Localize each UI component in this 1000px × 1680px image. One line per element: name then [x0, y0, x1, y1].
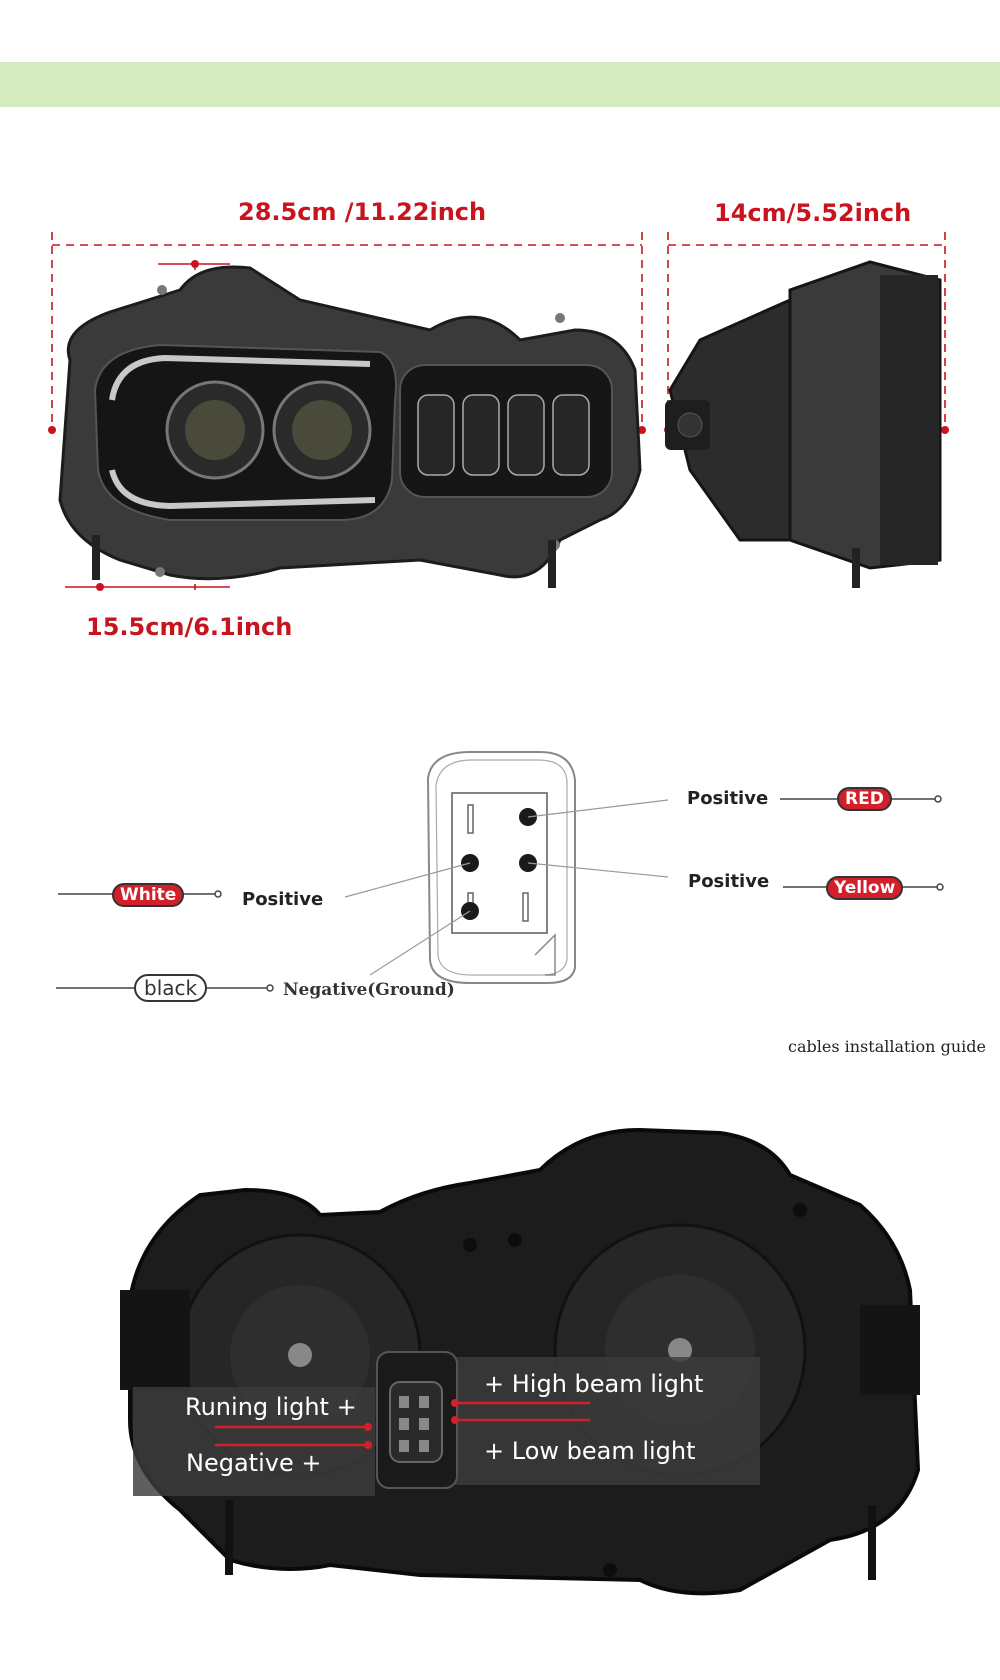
depth-dimension-label: 14cm/5.52inch: [714, 199, 912, 227]
top-banner: [0, 62, 1000, 107]
negative-label: Negative +: [186, 1449, 322, 1477]
ground-label: Negative(Ground): [283, 980, 455, 1000]
pin-pointer-lines: [215, 1399, 590, 1449]
headlight-side-view: [665, 260, 942, 588]
low-beam-label: + Low beam light: [484, 1437, 696, 1465]
installation-caption: cables installation guide: [788, 1037, 986, 1056]
yellow-wire-tag: Yellow: [826, 876, 904, 900]
left-label-panel: [133, 1387, 375, 1496]
height-dimension-label: 15.5cm/6.1inch: [86, 613, 293, 641]
running-light-label: Runing light +: [185, 1393, 357, 1421]
headlight-front-view: [58, 265, 642, 588]
width-dimension-label: 28.5cm /11.22inch: [238, 198, 487, 226]
rear-connector: [376, 1351, 458, 1489]
white-wire-tag: White: [112, 883, 185, 907]
red-wire-tag: RED: [837, 787, 892, 811]
red-positive-label: Positive: [687, 788, 769, 809]
connector-diagram: [56, 751, 944, 992]
yellow-positive-label: Positive: [688, 871, 770, 892]
white-positive-label: Positive: [242, 889, 324, 910]
dimension-figure: [48, 232, 949, 591]
black-wire-tag: black: [134, 974, 208, 1002]
high-beam-label: + High beam light: [484, 1370, 704, 1398]
